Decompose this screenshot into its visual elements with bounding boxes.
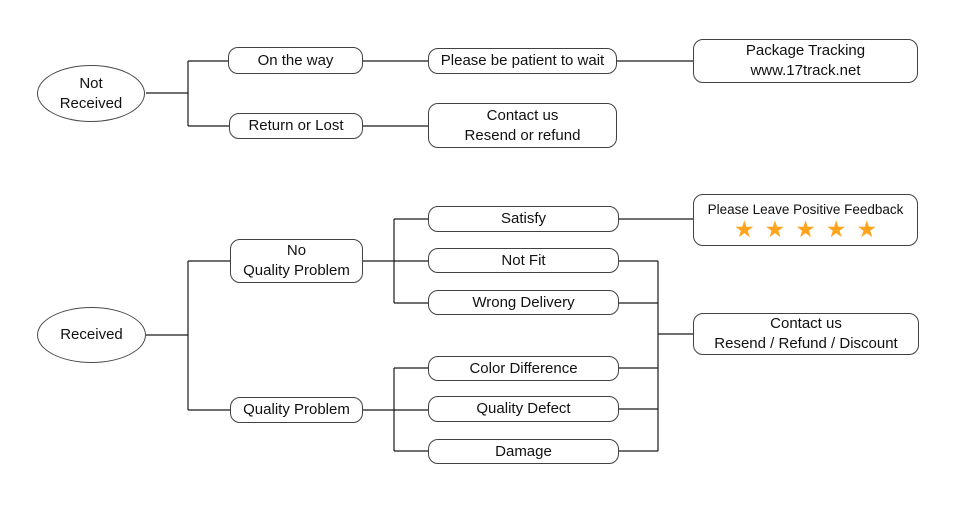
positive-feedback-label: Please Leave Positive Feedback <box>707 202 904 218</box>
node-return-or-lost: Return or Lost <box>229 113 363 139</box>
connector-not-received-branch <box>146 60 229 127</box>
node-quality-defect: Quality Defect <box>428 396 619 422</box>
star-icon: ★ <box>733 215 755 242</box>
node-package-tracking: Package Tracking www.17track.net <box>693 39 918 83</box>
connector-contact-collector <box>619 260 693 452</box>
node-not-fit: Not Fit <box>428 248 619 273</box>
star-icon: ★ <box>764 215 786 242</box>
node-color-difference: Color Difference <box>428 356 619 381</box>
node-damage: Damage <box>428 439 619 464</box>
node-no-quality-problem: No Quality Problem <box>230 239 363 283</box>
connector-quality-problem-branch <box>363 367 428 452</box>
node-on-the-way: On the way <box>228 47 363 74</box>
node-received: Received <box>37 307 146 363</box>
node-quality-problem: Quality Problem <box>230 397 363 423</box>
node-not-received: Not Received <box>37 65 145 122</box>
star-icon: ★ <box>795 215 816 242</box>
star-icon: ★ <box>856 215 878 242</box>
node-please-be-patient: Please be patient to wait <box>428 48 617 74</box>
node-wrong-delivery: Wrong Delivery <box>428 290 619 315</box>
node-contact-resend-refund: Contact us Resend or refund <box>428 103 617 148</box>
node-positive-feedback: Please Leave Positive Feedback ★ ★ ★ ★ ★ <box>693 194 918 246</box>
connector-no-quality-problem-branch <box>363 218 428 304</box>
star-icon: ★ <box>825 215 847 242</box>
node-satisfy: Satisfy <box>428 206 619 232</box>
node-contact-resend-refund-discount: Contact us Resend / Refund / Discount <box>693 313 919 355</box>
star-rating: ★ ★ ★ ★ ★ <box>729 215 882 242</box>
connector-received-branch <box>146 260 230 411</box>
